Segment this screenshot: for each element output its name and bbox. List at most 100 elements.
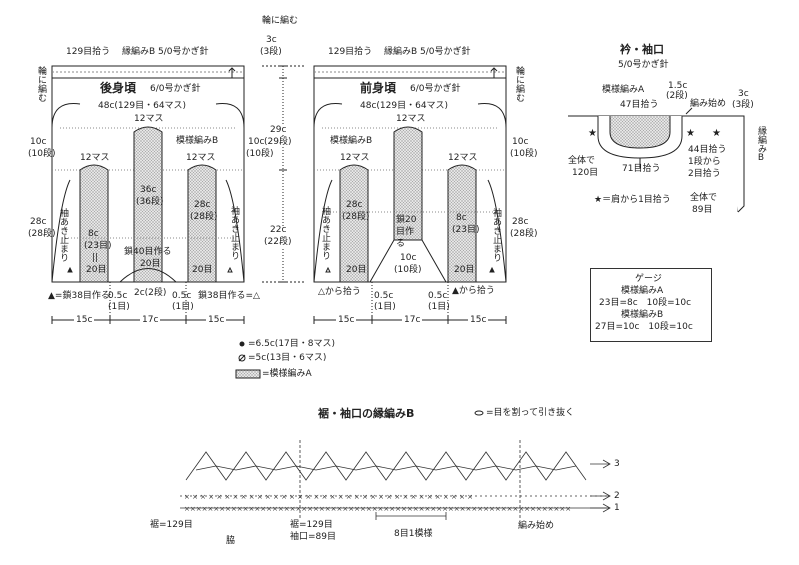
back-gap-c: 2c(2段) xyxy=(134,288,167,298)
front-top-right-rows: (10段) xyxy=(510,149,538,159)
gauge-title: ゲージ xyxy=(635,274,662,284)
legend-item2: =5c(13目・6マス) xyxy=(248,353,327,363)
collar-pick44-b: 1段から xyxy=(688,157,721,167)
middle-dimensions xyxy=(262,65,304,283)
back-panel-r-bot: 20目 xyxy=(192,265,213,275)
back-panel-r-rows: (28段) xyxy=(190,212,218,222)
front-pick-r: ▲から拾う xyxy=(452,286,495,296)
front-gap-l: 0.5c xyxy=(374,291,394,301)
chart-repeat: 8目1模様 xyxy=(394,529,433,539)
front-top-right: 10c xyxy=(512,137,529,147)
back-sleeve-right: 袖あき止まり xyxy=(229,206,239,260)
front-dim-r: 15c xyxy=(468,315,489,325)
back-panel-l-masu: 12マス xyxy=(80,153,110,163)
back-sleeve-left: 袖あき止まり xyxy=(58,208,68,262)
back-gap-l-s: (1目) xyxy=(108,302,130,312)
middle-22c-rows: (22段) xyxy=(264,237,292,247)
chart-row1: 1 xyxy=(614,503,620,513)
collar-pattern-a: 模様編みA xyxy=(602,85,645,95)
back-side-left-rows: (28段) xyxy=(28,229,56,239)
back-round: 輪に編む xyxy=(36,66,46,102)
back-bottom-right: 鎖38目作る=△ xyxy=(198,291,260,301)
gauge-line1: 模様編みA xyxy=(621,286,664,296)
back-bottom-left: ▲=鎖38目作る xyxy=(48,291,110,301)
svg-text:★: ★ xyxy=(686,128,695,139)
gauge-line4: 27目=10c 10段=10c xyxy=(595,322,693,332)
middle-round-top: 輪に編む xyxy=(262,16,299,26)
chart-side: 脇 xyxy=(226,536,236,546)
front-chain20: 鎖20目作る xyxy=(396,215,417,249)
gauge-box: ゲージ 模様編みA 23目=8c 10段=10c 模様編みB 27目=10c 1… xyxy=(590,268,712,342)
svg-text:★: ★ xyxy=(588,128,597,139)
svg-text:★: ★ xyxy=(712,128,721,139)
front-pickup: 129目拾う xyxy=(328,47,373,57)
front-sleeve-r: 袖あき止まり xyxy=(491,208,501,262)
back-top-right-rows: (10段) xyxy=(246,149,274,159)
front-edging: 縁編みB 5/0号かぎ針 xyxy=(384,47,471,57)
front-bot-l: 20目 xyxy=(346,265,367,275)
collar-pick47: 47目拾う xyxy=(620,100,659,110)
front-center-rows: (10段) xyxy=(394,265,422,275)
collar-pick44-c: 2目拾う xyxy=(688,169,721,179)
front-side-r: 28c xyxy=(512,217,529,227)
stitch-chart xyxy=(180,440,611,520)
gauge-line3: 模様編みB xyxy=(621,310,664,320)
chart-hem-left: 裾=129目 xyxy=(150,520,193,530)
collar-pick71: 71目拾う xyxy=(622,164,661,174)
front-panel-l-masu: 12マス xyxy=(340,153,370,163)
front-pattern-b: 模様編みB xyxy=(330,136,373,146)
middle-22c: 22c xyxy=(270,225,287,235)
back-panel-r-masu: 12マス xyxy=(186,153,216,163)
back-dim-c: 17c xyxy=(140,315,161,325)
collar-total89-b: 89目 xyxy=(692,205,713,215)
front-masu-top: 12マス xyxy=(396,114,426,124)
middle-3c-rows: (3段) xyxy=(260,47,282,57)
collar-total120-b: 120目 xyxy=(572,168,599,178)
back-center-chain: 鎖40目作る xyxy=(124,247,172,257)
back-panel-l-rows: (23目) xyxy=(84,241,112,251)
back-pattern-b: 模様編みB xyxy=(176,136,219,146)
chart-cuff: 袖口=89目 xyxy=(290,532,336,542)
back-panel-c-rows: (36段) xyxy=(136,197,164,207)
svg-text:× × × × × × × × × × × × × × ×: × × × × × × × × × × × × × × × × × × × × … xyxy=(184,493,473,501)
front-gap-l-s: (1目) xyxy=(374,302,396,312)
back-top-right: 10c xyxy=(248,137,265,147)
front-center-h: 10c xyxy=(400,253,417,263)
collar-edging-b: 縁編みB xyxy=(756,126,766,163)
front-body xyxy=(313,65,507,283)
collar-star-note: ★＝肩から1目拾う xyxy=(594,195,671,205)
collar-3c-rows: (3段) xyxy=(732,100,754,110)
middle-29c-rows: (29段) xyxy=(264,137,292,147)
collar-needle: 5/0号かぎ針 xyxy=(618,60,669,70)
legend-item1: =6.5c(17目・8マス) xyxy=(248,339,336,349)
collar-stars: ★ ★ ★ xyxy=(588,128,721,139)
note-symbol xyxy=(474,410,484,416)
back-pickup: 129目拾う xyxy=(66,47,111,57)
front-panel-r-masu: 12マス xyxy=(448,153,478,163)
collar-diagram xyxy=(568,107,745,213)
back-gap-l: 0.5c xyxy=(108,291,128,301)
collar-pick44: 44目拾う xyxy=(688,145,727,155)
back-body xyxy=(51,65,245,283)
back-needle: 6/0号かぎ針 xyxy=(150,84,201,94)
chart-note: =目を割って引き抜く xyxy=(486,408,575,418)
legend-symbols xyxy=(235,341,261,379)
front-title: 前身頃 xyxy=(360,81,397,95)
legend-item3: =模様編みA xyxy=(262,369,312,379)
collar-start: 編み始め xyxy=(690,99,727,109)
collar-total89-a: 全体で xyxy=(690,193,718,203)
collar-15c: 1.5c xyxy=(668,81,688,91)
front-dim-l: 15c xyxy=(336,315,357,325)
front-panel-r-rows: (23目) xyxy=(452,225,480,235)
front-sleeve-l: 袖あき止まり xyxy=(320,206,330,260)
front-needle: 6/0号かぎ針 xyxy=(410,84,461,94)
stitch-chart-marks: ××××××××××××××××××××××××××××××××××××××××… xyxy=(184,493,571,513)
collar-title: 衿・袖口 xyxy=(620,43,664,56)
back-panel-l-bot: 20目 xyxy=(86,265,107,275)
middle-29c: 29c xyxy=(270,125,287,135)
back-top-left-rows: (10段) xyxy=(28,149,56,159)
back-center-bot: 20目 xyxy=(140,259,161,269)
front-panel-l-rows: (28段) xyxy=(342,212,370,222)
chart-row2: 2 xyxy=(614,491,620,501)
back-dim-l: 15c xyxy=(74,315,95,325)
